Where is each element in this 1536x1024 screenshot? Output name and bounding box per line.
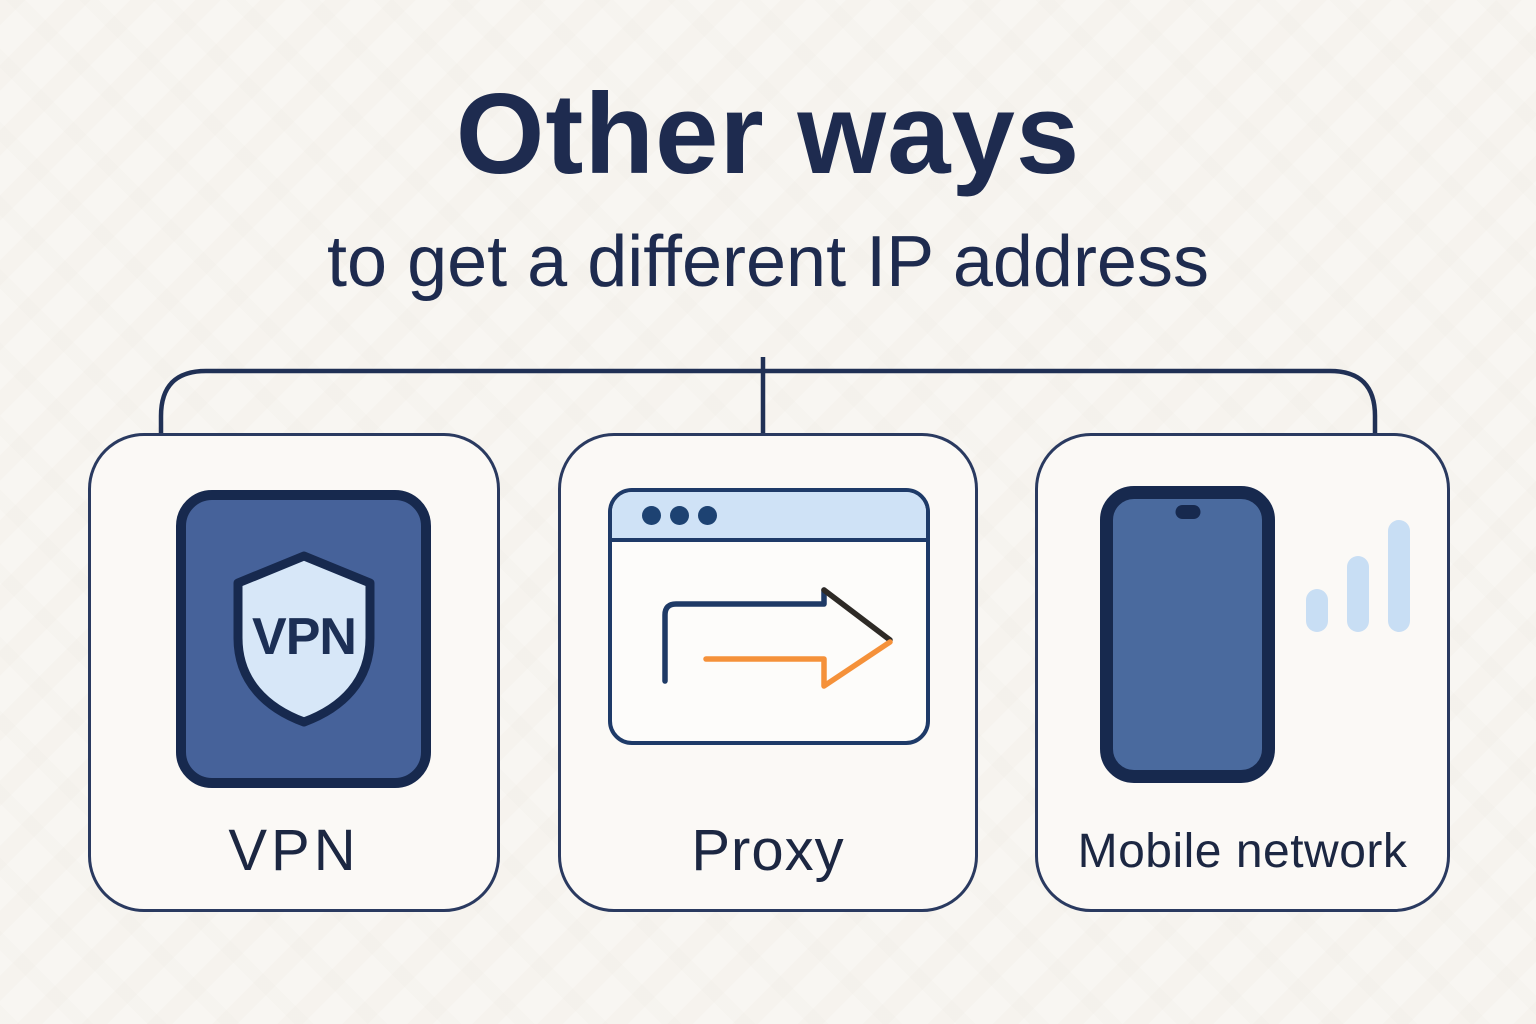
vpn-shield-text: VPN [252,608,356,666]
page-subtitle: to get a different IP address [327,222,1209,302]
browser-window-icon [608,488,930,745]
mobile-network-card: Mobile network [1035,433,1450,912]
window-dot-icon [670,505,689,525]
signal-bar-medium [1347,556,1369,632]
browser-titlebar [612,492,926,542]
signal-bar-small [1306,589,1328,632]
window-dot-icon [642,505,661,525]
vpn-shield-icon: VPN [233,551,374,727]
phone-camera-icon [1175,505,1200,519]
mobile-network-card-label: Mobile network [1077,825,1408,878]
signal-bar-large [1388,520,1410,632]
proxy-card-label: Proxy [691,818,845,883]
vpn-shield-app-icon: VPN [176,490,431,788]
smartphone-icon [1100,486,1275,783]
window-dot-icon [698,505,717,525]
vpn-card-label: VPN [228,818,360,883]
redirect-arrow-icon [662,587,893,689]
page-title: Other ways [455,71,1081,198]
vpn-card: VPN VPN [88,433,500,912]
signal-bars-icon [1306,519,1416,632]
proxy-card: Proxy [558,433,978,912]
